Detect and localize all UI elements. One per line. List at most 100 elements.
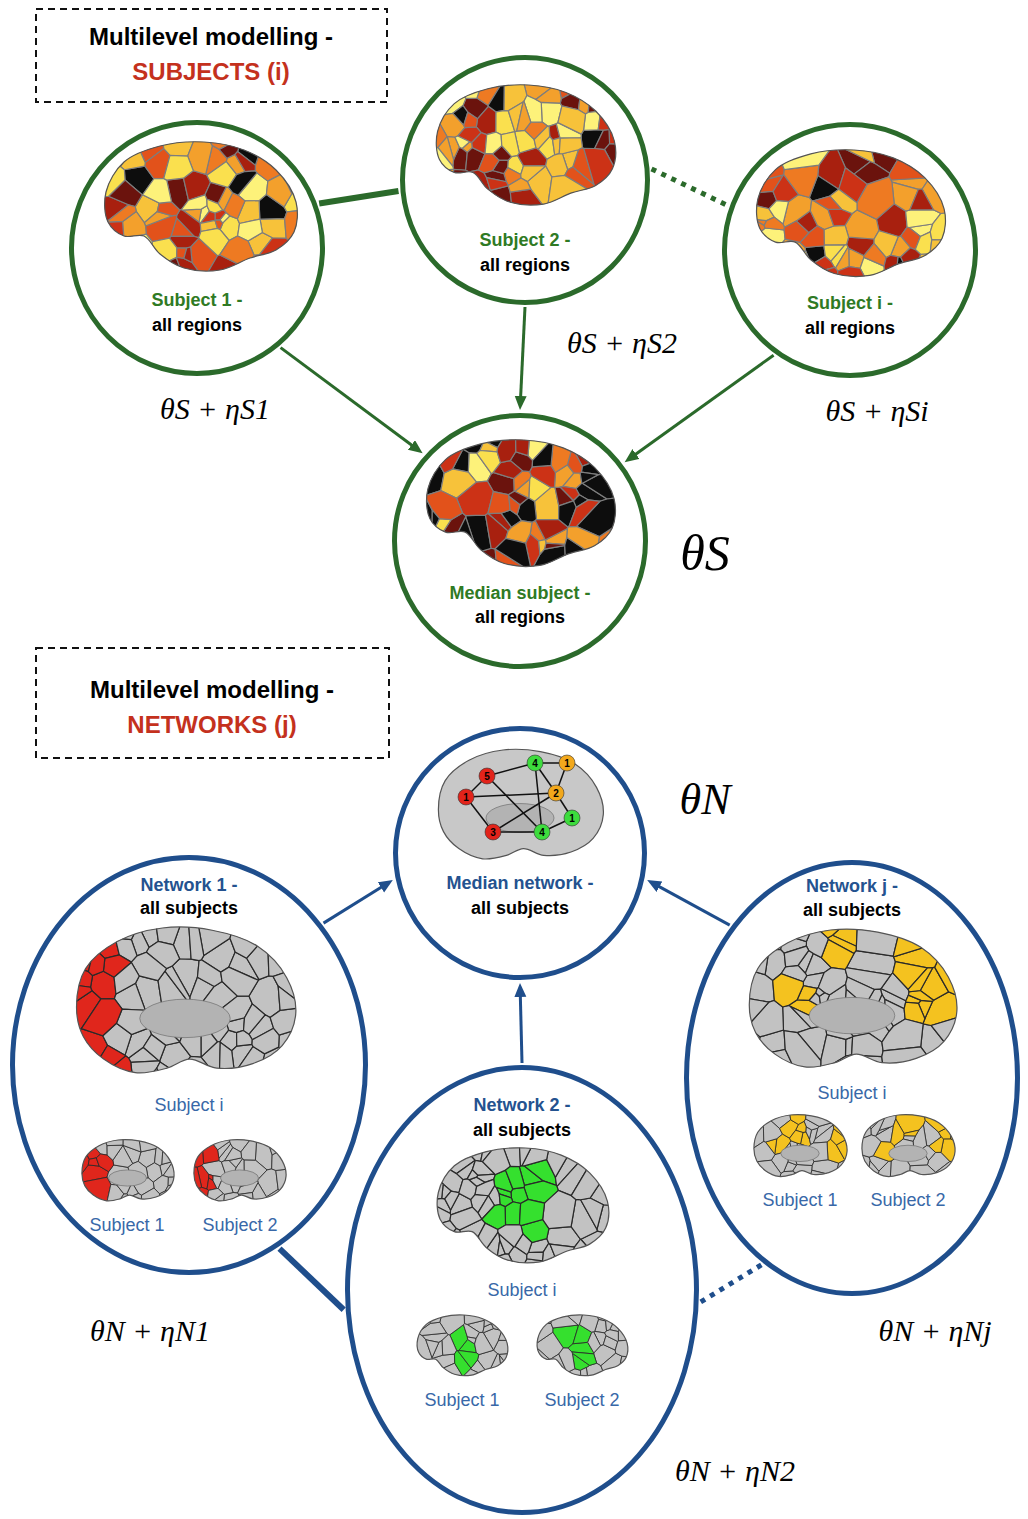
network-ellipse: Network 1 -all subjectsSubject iSubject …	[10, 855, 368, 1275]
brain-figure	[420, 438, 620, 571]
brain-region	[114, 963, 139, 995]
brain-region	[530, 465, 556, 487]
arrow	[520, 307, 525, 402]
brain-cells	[533, 1313, 631, 1379]
brain-region	[433, 148, 454, 171]
brain-region	[534, 126, 550, 149]
parameter-label: θN + ηN1	[90, 1314, 210, 1347]
brain-outline	[749, 929, 957, 1067]
brain-region	[784, 946, 809, 967]
brain-region	[544, 543, 565, 549]
brain-outline	[757, 150, 946, 277]
brain-region	[488, 492, 510, 514]
brain-figure	[413, 1313, 511, 1379]
arrow	[520, 991, 522, 1063]
brain-figure	[750, 148, 950, 281]
brain-region	[571, 1162, 602, 1200]
brain-region	[753, 952, 769, 975]
brain-region	[764, 217, 784, 230]
brain-region	[858, 1177, 874, 1181]
brain-region	[220, 236, 254, 264]
brain-region	[858, 1163, 865, 1175]
brain-region	[141, 1201, 163, 1205]
brain-region	[177, 209, 201, 237]
medial-wall	[140, 999, 230, 1037]
graph-node	[534, 824, 550, 840]
brain-region	[276, 1169, 289, 1198]
brain-region	[224, 193, 245, 219]
subject-caption: Subject i	[154, 1095, 223, 1116]
brain-region	[806, 1127, 811, 1139]
brain-region	[567, 526, 599, 552]
node-subtitle: all regions	[480, 255, 570, 276]
brain-figure	[430, 83, 620, 210]
brain-region	[541, 1363, 558, 1379]
brain-region	[852, 1033, 883, 1056]
brain-region	[485, 132, 502, 154]
brain-region	[162, 1149, 176, 1164]
brain-outline	[82, 1140, 174, 1201]
node-outline	[722, 122, 978, 378]
brain-region	[764, 248, 791, 281]
brain-region	[501, 132, 519, 157]
node-title: Subject 1 -	[151, 290, 242, 311]
brain-region	[580, 1367, 587, 1379]
brain-region	[615, 1340, 631, 1357]
brain-region	[431, 194, 481, 210]
node-outline	[684, 860, 1020, 1296]
brain-cells	[420, 438, 620, 571]
brain-cells	[858, 1113, 958, 1180]
brain-region	[543, 1190, 576, 1228]
node-subtitle: all regions	[475, 607, 565, 628]
brain-region	[517, 101, 531, 131]
link-line	[280, 1249, 344, 1310]
brain-region	[544, 1257, 570, 1268]
node-subtitle: all regions	[805, 318, 895, 339]
brain-region	[793, 250, 811, 277]
brain-cells	[431, 1146, 613, 1267]
brain-outline	[417, 1315, 508, 1376]
node-outline	[392, 413, 648, 669]
brain-region	[497, 438, 516, 463]
node-subtitle: all subjects	[140, 898, 238, 919]
brain-region	[509, 496, 520, 514]
brain-region	[935, 1161, 958, 1180]
brain-region	[572, 1352, 597, 1365]
brain-region	[527, 1252, 543, 1261]
brain-region	[88, 950, 104, 976]
brain-region	[122, 234, 152, 276]
node-border	[403, 58, 648, 303]
network-ellipse: Network 2 -all subjectsSubject iSubject …	[345, 1065, 699, 1515]
brain-region	[266, 174, 291, 207]
brain-region	[857, 177, 894, 219]
brain-region	[519, 1146, 532, 1166]
brain-region	[184, 247, 192, 263]
medial-wall	[809, 997, 895, 1033]
subject-circle: Subject i -all regions	[722, 122, 978, 378]
arrow	[281, 348, 417, 449]
brain-region	[164, 155, 194, 180]
brain-region	[908, 991, 933, 1002]
brain-region	[478, 154, 499, 173]
brain-region	[930, 212, 950, 240]
brain-region	[489, 1313, 508, 1321]
node-border	[36, 9, 387, 102]
brain-figure	[78, 1138, 177, 1205]
arrow	[654, 884, 730, 925]
subject-caption: Subject 2	[870, 1190, 945, 1211]
parameter-label: θS	[680, 526, 730, 581]
graph-node	[564, 810, 580, 826]
brain-region	[570, 1239, 606, 1267]
brain-outline	[754, 1115, 847, 1177]
brain-region	[475, 1332, 494, 1354]
brain-region	[143, 1034, 165, 1061]
subject-caption: Subject 1	[762, 1190, 837, 1211]
brain-region	[267, 1138, 289, 1155]
brain-region	[235, 151, 255, 171]
brain-region	[437, 1146, 450, 1151]
brain-region	[584, 148, 620, 209]
brain-region	[858, 1173, 873, 1179]
brain-region	[903, 267, 915, 282]
node-title: Network 1 -	[140, 875, 237, 896]
